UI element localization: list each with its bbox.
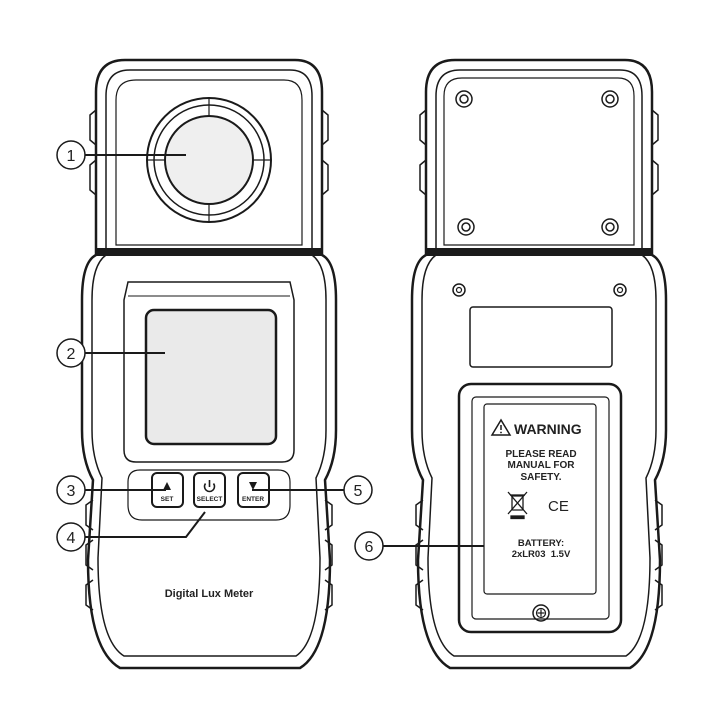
set-button-label: SET	[161, 496, 174, 503]
screw-icon	[455, 90, 473, 108]
warning-line-2: MANUAL FOR	[507, 460, 575, 471]
front-body-bevel	[115, 79, 303, 246]
back-head-plate	[443, 77, 635, 246]
display-bezel	[123, 281, 295, 463]
callout-number: 2	[67, 346, 76, 363]
select-button-label: SELECT	[197, 496, 223, 503]
callout-4: 4	[56, 511, 206, 552]
crossed-out-bin-icon	[507, 491, 528, 520]
light-sensor-dome	[146, 97, 272, 223]
front-grip-left	[85, 109, 97, 611]
callouts: 1 2 3 4 5 6	[56, 140, 484, 561]
screw-icon	[452, 283, 466, 297]
screw-icon	[457, 218, 475, 236]
select-button[interactable]: SELECT	[193, 472, 226, 508]
enter-button-label: ENTER	[242, 496, 264, 503]
front-view: SET SELECT ENTER Digital Lux Meter	[80, 58, 338, 670]
back-grip-left	[415, 109, 427, 611]
front-body-inner-outline	[91, 69, 327, 657]
device-name-label: Digital Lux Meter	[165, 588, 254, 600]
callout-5: 5	[252, 475, 373, 505]
callout-1: 1	[56, 140, 186, 170]
up-triangle-icon	[163, 482, 171, 490]
callout-3: 3	[56, 475, 166, 505]
back-grip-right	[651, 109, 663, 611]
callout-number: 4	[67, 530, 76, 547]
back-view: WARNING PLEASE READ MANUAL FOR SAFETY. C…	[410, 58, 668, 670]
warning-title: WARNING	[514, 421, 582, 437]
callout-2: 2	[56, 338, 165, 368]
front-separator-band	[96, 248, 322, 256]
callout-number: 6	[365, 539, 374, 556]
battery-title: BATTERY:	[518, 538, 564, 549]
screw-icon	[601, 218, 619, 236]
callout-number: 5	[354, 483, 363, 500]
screw-icon	[601, 90, 619, 108]
warning-label	[483, 403, 597, 595]
back-separator-band	[426, 248, 652, 256]
back-body-inner-outline	[421, 69, 657, 657]
callout-number: 3	[67, 483, 76, 500]
power-icon	[203, 480, 216, 493]
back-screws	[452, 90, 627, 297]
warning-line-3: SAFETY.	[520, 472, 561, 483]
callout-6: 6	[354, 531, 484, 561]
lcd-display	[144, 308, 278, 446]
warning-line-1: PLEASE READ	[505, 449, 576, 460]
battery-spec: 2xLR03 1.5V	[512, 549, 571, 560]
button-panel	[127, 469, 291, 521]
back-label-recess	[469, 306, 613, 368]
battery-cover-screw-icon[interactable]	[532, 604, 550, 622]
warning-triangle-icon	[490, 418, 512, 436]
battery-compartment[interactable]: WARNING PLEASE READ MANUAL FOR SAFETY. C…	[457, 382, 623, 634]
ce-mark: CE	[548, 498, 569, 515]
callout-number: 1	[67, 148, 76, 165]
screw-icon	[613, 283, 627, 297]
down-triangle-icon	[249, 482, 257, 490]
front-grip-right	[321, 109, 333, 611]
